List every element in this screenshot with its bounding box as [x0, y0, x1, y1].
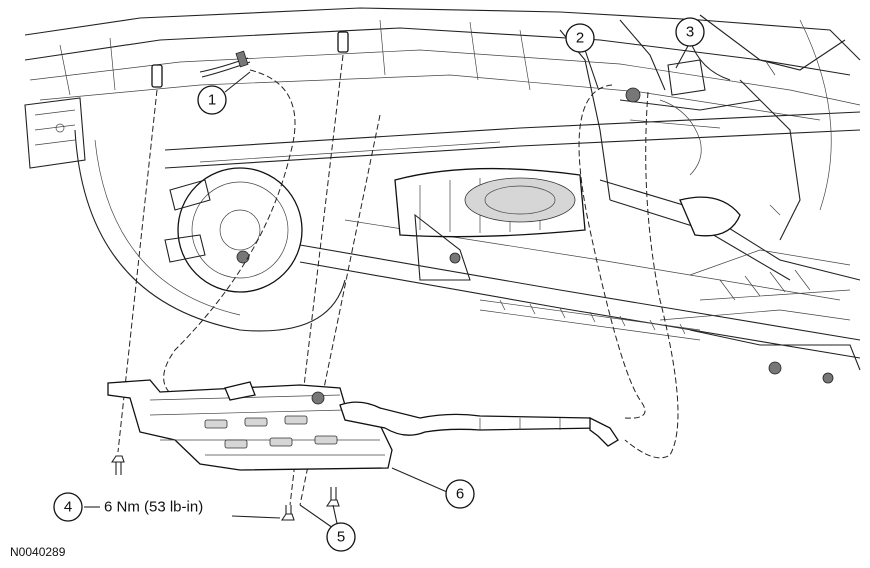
- bolt-center-2: [325, 487, 340, 507]
- torque-spec-label: 6 Nm (53 lb-in): [104, 499, 203, 516]
- bolt-center-1: [280, 505, 295, 521]
- bolt-left: [110, 455, 125, 475]
- callout-2-number: 2: [576, 30, 584, 47]
- callout-3: 3: [675, 17, 705, 47]
- vehicle-underbody: [24, 7, 861, 384]
- callout-5-number: 5: [337, 529, 345, 546]
- fuel-line-upper: [151, 31, 349, 88]
- callout-2: 2: [565, 23, 595, 53]
- callout-5: 5: [326, 522, 356, 552]
- callout-6: 6: [445, 479, 475, 509]
- callout-4: 4 6 Nm (53 lb-in): [53, 492, 203, 522]
- installation-path-lines: [117, 54, 679, 506]
- callout-6-number: 6: [456, 486, 464, 503]
- callout-4-number: 4: [64, 499, 72, 516]
- callout-3-number: 3: [686, 24, 694, 41]
- callout-1-number: 1: [208, 92, 216, 109]
- shield-assembly: [107, 379, 619, 471]
- bolts: [110, 455, 340, 521]
- callout-1: 1: [197, 85, 227, 115]
- figure-id: N0040289: [10, 545, 66, 559]
